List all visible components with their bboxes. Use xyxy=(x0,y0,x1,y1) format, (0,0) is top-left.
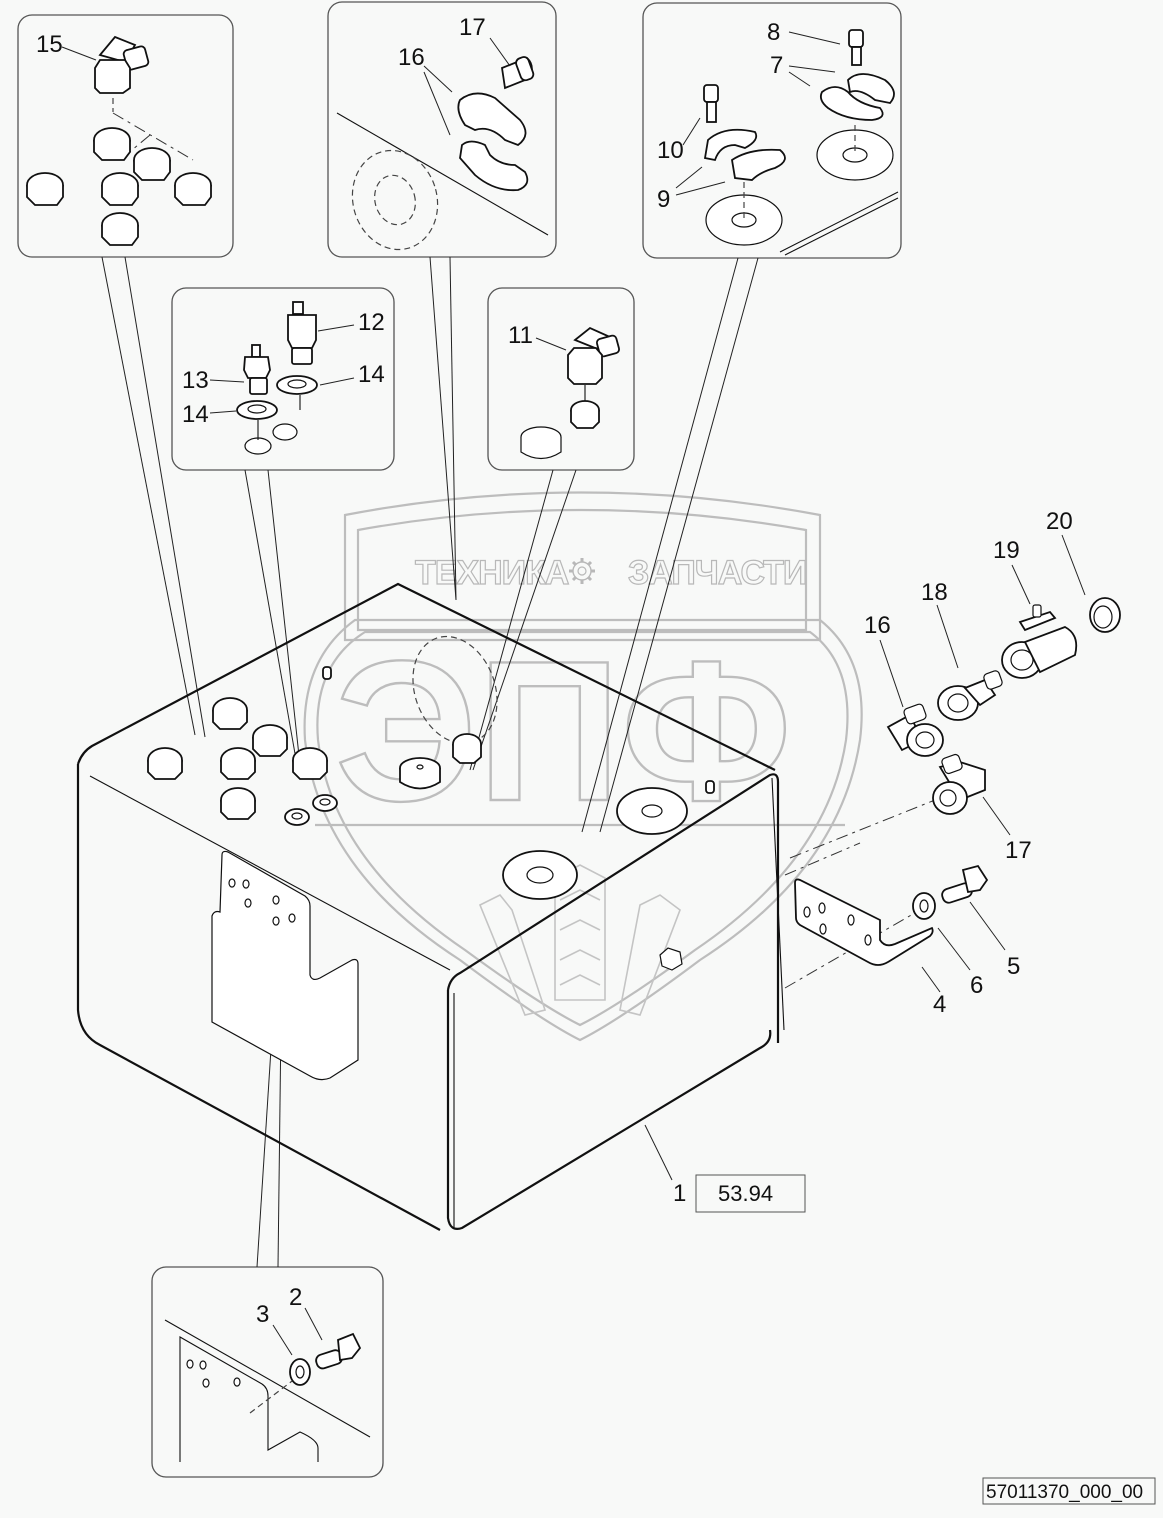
top-plugs xyxy=(147,666,338,826)
callout-14-upper: 14 xyxy=(358,361,385,388)
watermark: ТЕХНИКА ЗАПЧАСТИ ЭПФ xyxy=(303,491,863,1042)
detail-panel-sensors: 12 13 14 14 xyxy=(171,287,395,766)
callout-20: 19 xyxy=(993,537,1020,564)
watermark-logo-letters: ЭПФ xyxy=(335,620,792,843)
callout-10: 10 xyxy=(657,137,684,164)
callout-5: 5 xyxy=(1007,953,1020,980)
detail-panel-flange-16-17: 17 16 xyxy=(327,1,557,601)
plug xyxy=(26,172,64,206)
callout-7: 7 xyxy=(770,52,783,79)
callout-14-lower: 14 xyxy=(182,401,209,428)
watermark-right-text: ЗАПЧАСТИ xyxy=(628,554,806,592)
callout-11: 11 xyxy=(508,322,533,349)
gear-icon xyxy=(569,558,595,584)
callout-16: 16 xyxy=(398,44,425,71)
callout-15: 15 xyxy=(36,31,63,58)
callout-18-upper: 16 xyxy=(864,612,891,639)
document-id: 57011370_000_00 xyxy=(982,1477,1156,1505)
detail-panel-bracket-2-3: 3 2 xyxy=(151,939,384,1478)
plug xyxy=(133,147,171,181)
callout-19: 18 xyxy=(921,579,948,606)
callout-4: 4 xyxy=(933,991,946,1018)
valve-assembly: 16 18 19 20 17 xyxy=(789,508,1121,864)
callout-8: 8 xyxy=(767,19,780,46)
watermark-left-text: ТЕХНИКА xyxy=(415,554,569,592)
callout-2: 2 xyxy=(289,1284,302,1311)
callout-18-lower: 17 xyxy=(1005,837,1032,864)
detail-panel-flanges-7-10: 8 7 10 9 xyxy=(581,2,902,833)
callout-9: 9 xyxy=(657,186,670,213)
callout-21: 20 xyxy=(1046,508,1073,535)
plug xyxy=(174,172,212,206)
callout-3: 3 xyxy=(256,1301,269,1328)
plug xyxy=(93,127,131,161)
callout-6: 6 xyxy=(970,972,983,999)
callout-12: 12 xyxy=(358,309,385,336)
reference-box: 53.94 xyxy=(718,1181,773,1206)
plug xyxy=(101,172,139,206)
callout-17: 17 xyxy=(459,14,486,41)
document-id-text: 57011370_000_00 xyxy=(986,1482,1143,1503)
tank-body xyxy=(76,582,785,1231)
detail-panel-plugs: 15 xyxy=(17,14,234,738)
flange-plate-dashed xyxy=(351,149,439,251)
callout-1: 1 xyxy=(673,1180,686,1207)
main-part-callout: 1 53.94 xyxy=(644,1124,806,1213)
callout-13: 13 xyxy=(182,367,209,394)
bracket-assembly: 4 6 5 xyxy=(784,842,1020,1018)
detail-panel-elbow-11: 11 xyxy=(469,287,635,771)
plug xyxy=(101,212,139,246)
